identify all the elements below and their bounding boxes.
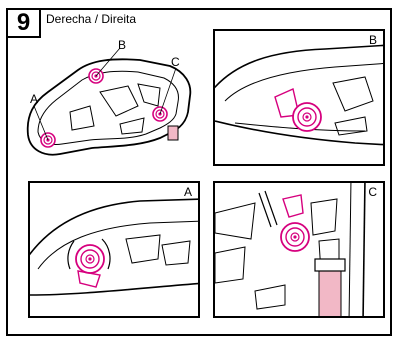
detail-panel-b: B bbox=[213, 29, 385, 166]
callout-label-c: C bbox=[171, 55, 180, 69]
fastener-b-detail-icon bbox=[293, 103, 321, 131]
strap-clip bbox=[168, 126, 178, 140]
overview-illustration bbox=[20, 40, 210, 165]
panel-label-a: A bbox=[184, 185, 192, 199]
step-title: Derecha / Direita bbox=[46, 12, 136, 26]
panel-label-b: B bbox=[369, 33, 377, 47]
callout-label-a: A bbox=[30, 92, 38, 106]
step-number: 9 bbox=[6, 8, 41, 38]
fastener-a-detail-icon bbox=[76, 245, 104, 273]
callout-label-b: B bbox=[118, 38, 126, 52]
panel-label-c: C bbox=[368, 185, 377, 199]
detail-panel-a: A bbox=[28, 181, 200, 318]
strap-buckle bbox=[315, 259, 345, 271]
detail-panel-c: C bbox=[213, 181, 385, 318]
fastener-c-detail-icon bbox=[281, 223, 309, 251]
